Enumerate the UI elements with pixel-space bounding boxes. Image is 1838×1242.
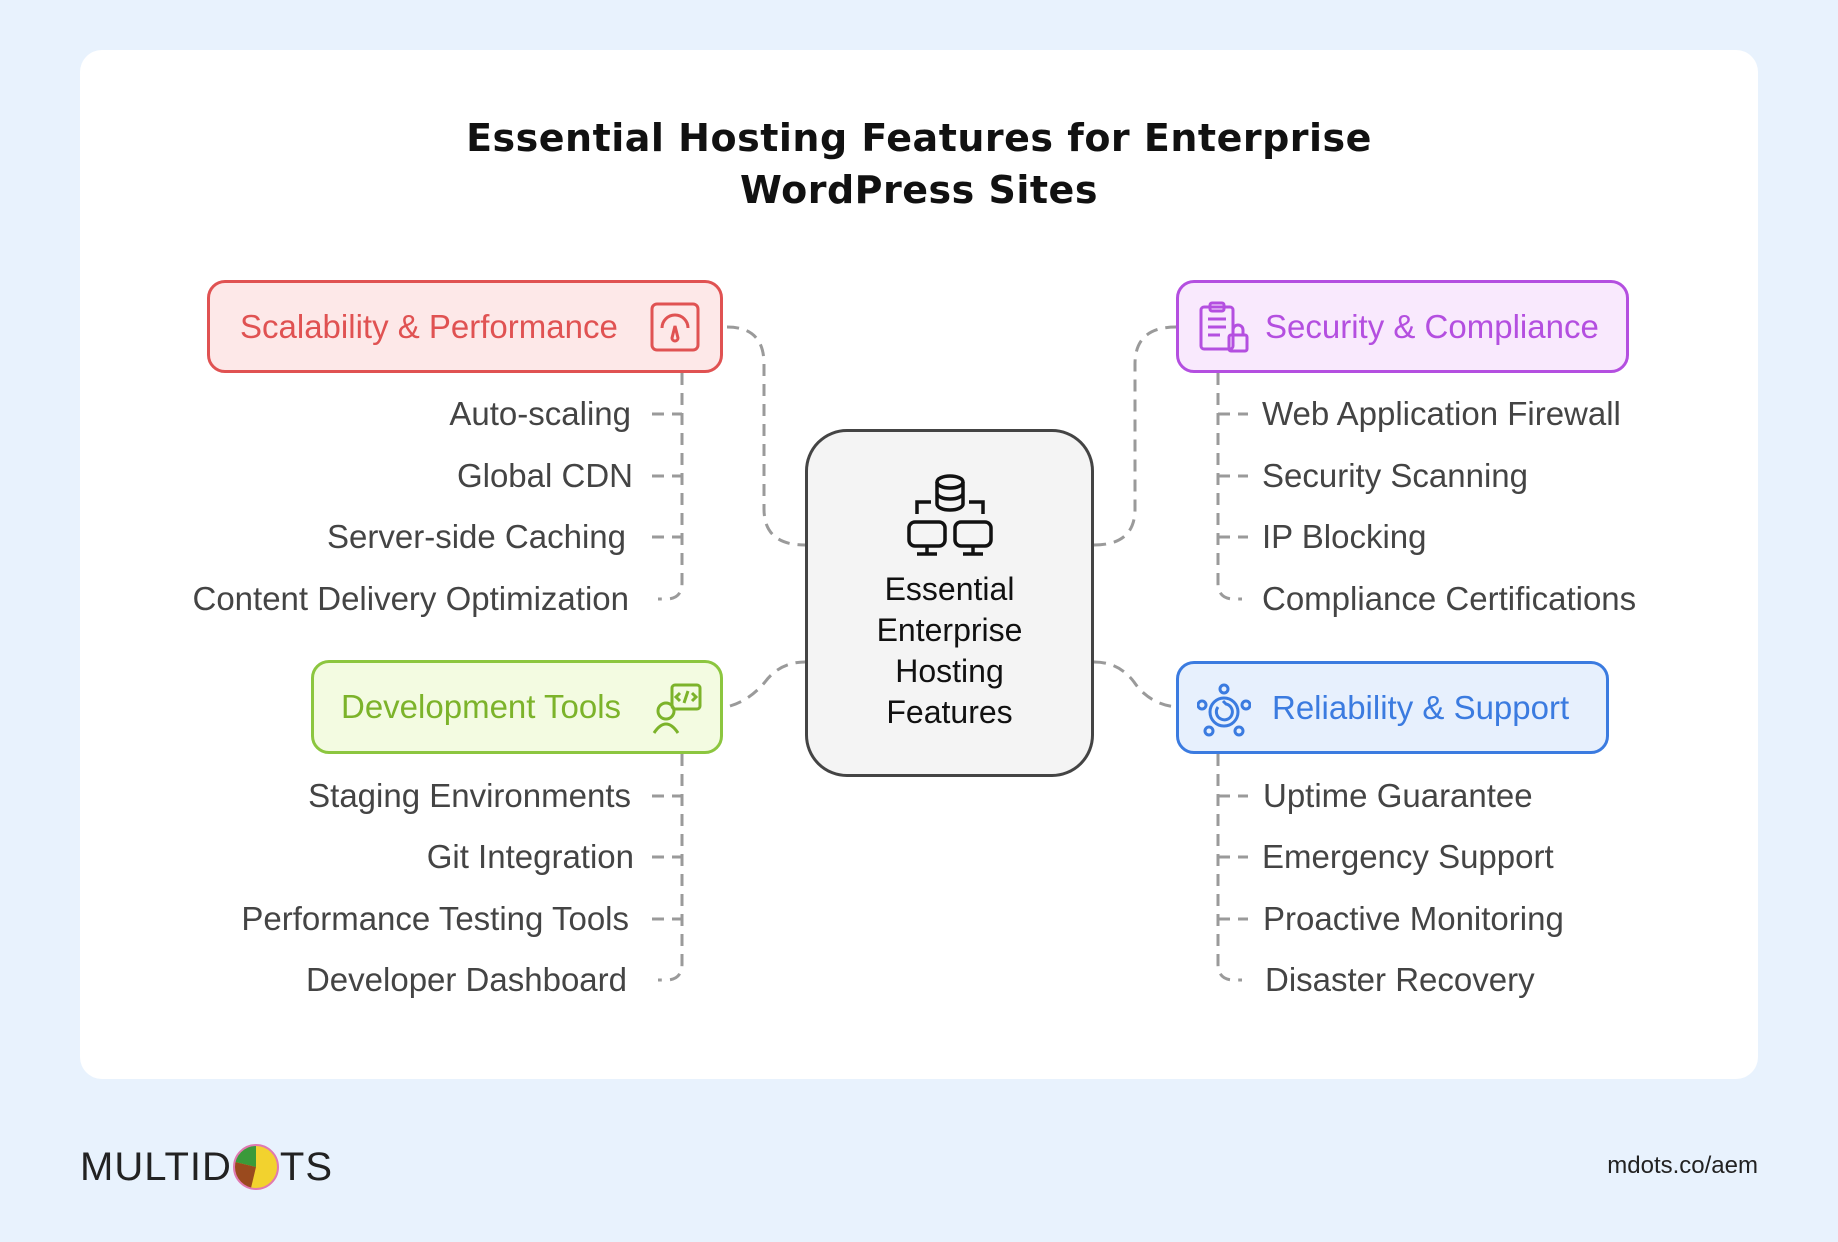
branch-security — [1216, 373, 1248, 601]
central-topic-line: Features — [886, 694, 1013, 730]
feature-item: Server-side Caching — [327, 518, 626, 555]
category-development[interactable]: Development Tools — [311, 660, 723, 754]
category-reliability[interactable]: Reliability & Support — [1176, 661, 1609, 754]
clipboard-lock-icon — [1199, 301, 1249, 353]
category-label: Development Tools — [341, 688, 622, 725]
category-label: Scalability & Performance — [240, 307, 618, 345]
category-label: Security & Compliance — [1265, 307, 1599, 345]
category-security[interactable]: Security & Compliance — [1176, 280, 1629, 373]
speedometer-icon — [650, 302, 700, 352]
branch-scalability — [652, 373, 684, 601]
branch-development — [652, 754, 684, 982]
connector-reliability — [1093, 660, 1177, 709]
feature-item: Performance Testing Tools — [241, 900, 629, 937]
feature-item: Proactive Monitoring — [1263, 900, 1564, 937]
central-topic-line: Essential — [884, 571, 1015, 607]
feature-item: Security Scanning — [1262, 457, 1528, 494]
server-network-icon — [906, 474, 993, 556]
connector-security — [1093, 325, 1177, 547]
feature-item: Content Delivery Optimization — [192, 580, 629, 617]
diagram-title: Essential Hosting Features for Enterpris… — [0, 112, 1838, 216]
feature-item: Compliance Certifications — [1262, 580, 1637, 617]
feature-item: Uptime Guarantee — [1263, 777, 1533, 814]
central-topic-line: Hosting — [895, 653, 1004, 689]
central-topic-line: Enterprise — [876, 612, 1023, 648]
branch-reliability — [1216, 754, 1248, 982]
support-network-icon — [1197, 683, 1251, 737]
feature-item: IP Blocking — [1262, 518, 1427, 555]
multidots-logo: MULTID TS — [80, 1142, 333, 1192]
feature-item: Emergency Support — [1262, 838, 1554, 875]
category-scalability[interactable]: Scalability & Performance — [207, 280, 723, 373]
logo-text-left: MULTID — [80, 1144, 232, 1189]
category-label: Reliability & Support — [1272, 688, 1570, 726]
title-line-2: WordPress Sites — [740, 168, 1098, 212]
feature-item: Disaster Recovery — [1265, 961, 1535, 998]
feature-item: Global CDN — [456, 457, 633, 494]
connector-scalability — [726, 325, 806, 547]
title-line-1: Essential Hosting Features for Enterpris… — [466, 116, 1372, 160]
footer-url[interactable]: mdots.co/aem — [1607, 1152, 1758, 1179]
central-topic: Essential Enterprise Hosting Features — [805, 429, 1094, 777]
feature-item: Staging Environments — [308, 777, 631, 814]
developer-code-icon — [652, 683, 702, 734]
feature-item: Web Application Firewall — [1262, 395, 1621, 432]
feature-item: Developer Dashboard — [305, 961, 627, 998]
logo-dot-icon — [232, 1144, 279, 1190]
feature-item: Auto-scaling — [449, 395, 631, 432]
feature-item: Git Integration — [426, 838, 634, 875]
logo-text-right: TS — [279, 1144, 334, 1189]
connector-development — [729, 660, 806, 708]
